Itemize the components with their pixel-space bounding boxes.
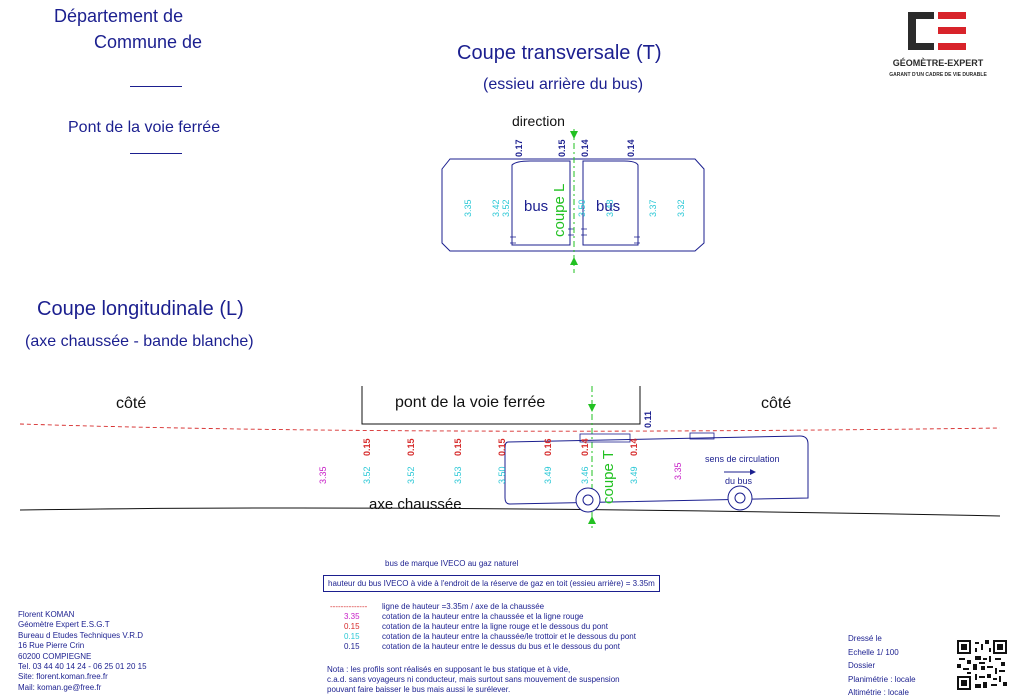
- legend: -------------- ligne de hauteur =3.35m / …: [330, 602, 636, 652]
- legend-text: cotation de la hauteur entre la chaussée…: [382, 612, 584, 621]
- l-red-value: 0.15: [497, 438, 507, 456]
- road-label: axe chaussée: [369, 496, 462, 513]
- commune-label: Commune de: [94, 32, 203, 52]
- geometre-expert-logo: [880, 10, 996, 90]
- t-cyan-value: 3.48: [605, 199, 615, 217]
- wheel-icon: [575, 487, 601, 513]
- meta-line: Dossier: [848, 661, 876, 670]
- nota-line: pouvant faire baisser le bus mais aussi …: [327, 685, 511, 694]
- legend-key: 0.15: [344, 622, 360, 631]
- legend-key: 3.35: [344, 612, 360, 621]
- longitudinal-section-drawing: 0.11 0.15 0.15 0.15 0.15 0.16 0.14 0.14 …: [19, 386, 1001, 528]
- transversal-title: Coupe transversale (T): [457, 42, 662, 64]
- header-divider-1: [130, 86, 182, 87]
- l-magenta-value: 3.35: [673, 462, 683, 480]
- t-top-value: 0.15: [557, 139, 567, 157]
- nota-block: Nota : les profils sont réalisés en supp…: [327, 665, 620, 695]
- transversal-subtitle: (essieu arrière du bus): [483, 76, 644, 93]
- author-line: 60200 COMPIEGNE: [18, 651, 92, 661]
- longitudinal-title: Coupe longitudinale (L): [37, 298, 244, 320]
- author-line: 16 Rue Pierre Crin: [18, 641, 85, 651]
- author-block: Florent KOMAN Géomètre Expert E.S.G.T Bu…: [18, 610, 147, 693]
- legend-row: 3.35 cotation de la hauteur entre la chau…: [330, 612, 636, 622]
- meta-line: Echelle 1/ 100: [848, 647, 899, 657]
- legend-key: 0.15: [344, 642, 360, 651]
- logo-tagline: GARANT D'UN CADRE DE VIE DURABLE: [889, 72, 987, 78]
- author-line: Tel. 03 44 40 14 24 - 06 25 01 20 15: [18, 662, 147, 672]
- direction-note-2: du bus: [725, 476, 753, 486]
- bus-right-label: bus: [596, 198, 620, 215]
- bus-left-label: bus: [524, 198, 548, 215]
- logo-name: GÉOMÈTRE-EXPERT: [892, 58, 984, 68]
- t-cyan-value: 3.37: [648, 199, 658, 217]
- legend-text: cotation de la hauteur entre la ligne ro…: [382, 622, 608, 631]
- l-red-value: 0.15: [453, 438, 463, 456]
- meta-block: Dressé le Echelle 1/ 100 Dossier Planimé…: [848, 632, 916, 700]
- cut-l-label: coupe L: [551, 184, 568, 237]
- t-top-value: 0.14: [580, 139, 590, 157]
- legend-row: 0.15 cotation de la hauteur entre le dess…: [330, 642, 636, 652]
- l-cyan-value: 3.49: [629, 466, 639, 484]
- direction-note: sens de circulation: [705, 454, 780, 464]
- subject-label: Pont de la voie ferrée: [68, 119, 221, 136]
- l-cyan-value: 3.50: [497, 466, 507, 484]
- transversal-section-drawing: 0.17 0.15 0.14 0.14 3.35 3.42 3.52 3.50 …: [441, 129, 705, 273]
- author-line: Florent KOMAN: [18, 610, 75, 619]
- legend-row: 0.15 cotation de la hauteur entre la chau…: [330, 632, 636, 642]
- l-cyan-value: 3.52: [406, 466, 416, 484]
- legend-row: -------------- ligne de hauteur =3.35m / …: [330, 602, 636, 612]
- bridge-label: pont de la voie ferrée: [395, 394, 546, 411]
- meta-line: Dressé le: [848, 634, 882, 643]
- logo-mark-icon: [908, 12, 966, 50]
- longitudinal-subtitle: (axe chaussée - bande blanche): [25, 333, 254, 350]
- l-magenta-value: 3.35: [318, 466, 328, 484]
- legend-text: cotation de la hauteur entre le dessus d…: [382, 642, 620, 651]
- nota-line: Nota : les profils sont réalisés en supp…: [327, 665, 571, 674]
- legend-row: 0.15 cotation de la hauteur entre la lign…: [330, 622, 636, 632]
- t-cyan-value: 3.50: [577, 199, 587, 217]
- l-cyan-value: 3.46: [580, 466, 590, 484]
- l-cyan-value: 3.53: [453, 466, 463, 484]
- header-divider-2: [130, 153, 182, 154]
- direction-label: direction: [512, 113, 565, 129]
- author-line: Mail: koman.ge@free.fr: [18, 682, 102, 692]
- departement-label: Département de: [54, 6, 184, 26]
- t-top-value: 0.17: [514, 139, 524, 157]
- side-right-label: côté: [761, 395, 792, 412]
- t-cyan-value: 3.42: [491, 199, 501, 217]
- t-top-value: 0.14: [626, 139, 636, 157]
- meta-line: Altimétrie : locale: [848, 688, 909, 697]
- author-line: Bureau d Etudes Techniques V.R.D: [18, 630, 143, 640]
- t-cyan-value: 3.32: [676, 199, 686, 217]
- author-line: Géomètre Expert E.S.G.T: [18, 620, 110, 630]
- l-red-value: 0.14: [580, 438, 590, 456]
- l-cyan-value: 3.52: [362, 466, 372, 484]
- l-cyan-value: 3.49: [543, 466, 553, 484]
- l-red-value: 0.16: [543, 438, 553, 456]
- l-clearance-value: 0.11: [643, 411, 653, 428]
- meta-line: Planimétrie : locale: [848, 674, 916, 684]
- cut-t-label: coupe T: [600, 450, 617, 504]
- nota-line: c.a.d. sans voyageurs ni conducteur, mai…: [327, 675, 620, 684]
- l-red-value: 0.15: [362, 438, 372, 456]
- side-left-label: côté: [116, 395, 147, 412]
- t-cyan-value: 3.52: [501, 199, 511, 217]
- legend-key: 0.15: [344, 632, 360, 641]
- wheel-icon: [727, 485, 753, 511]
- bus-brand-note: bus de marque IVECO au gaz naturel: [385, 559, 519, 568]
- l-red-value: 0.15: [406, 438, 416, 456]
- legend-text: cotation de la hauteur entre la chaussée…: [382, 632, 636, 641]
- qr-code-icon[interactable]: [957, 640, 1007, 690]
- legend-key: --------------: [330, 602, 368, 611]
- bus-height-note: hauteur du bus IVECO à vide à l'endroit …: [323, 575, 660, 592]
- author-line: Site: florent.koman.free.fr: [18, 672, 108, 682]
- legend-text: ligne de hauteur =3.35m / axe de la chau…: [382, 602, 545, 611]
- l-red-value: 0.14: [629, 438, 639, 456]
- t-cyan-value: 3.35: [463, 199, 473, 217]
